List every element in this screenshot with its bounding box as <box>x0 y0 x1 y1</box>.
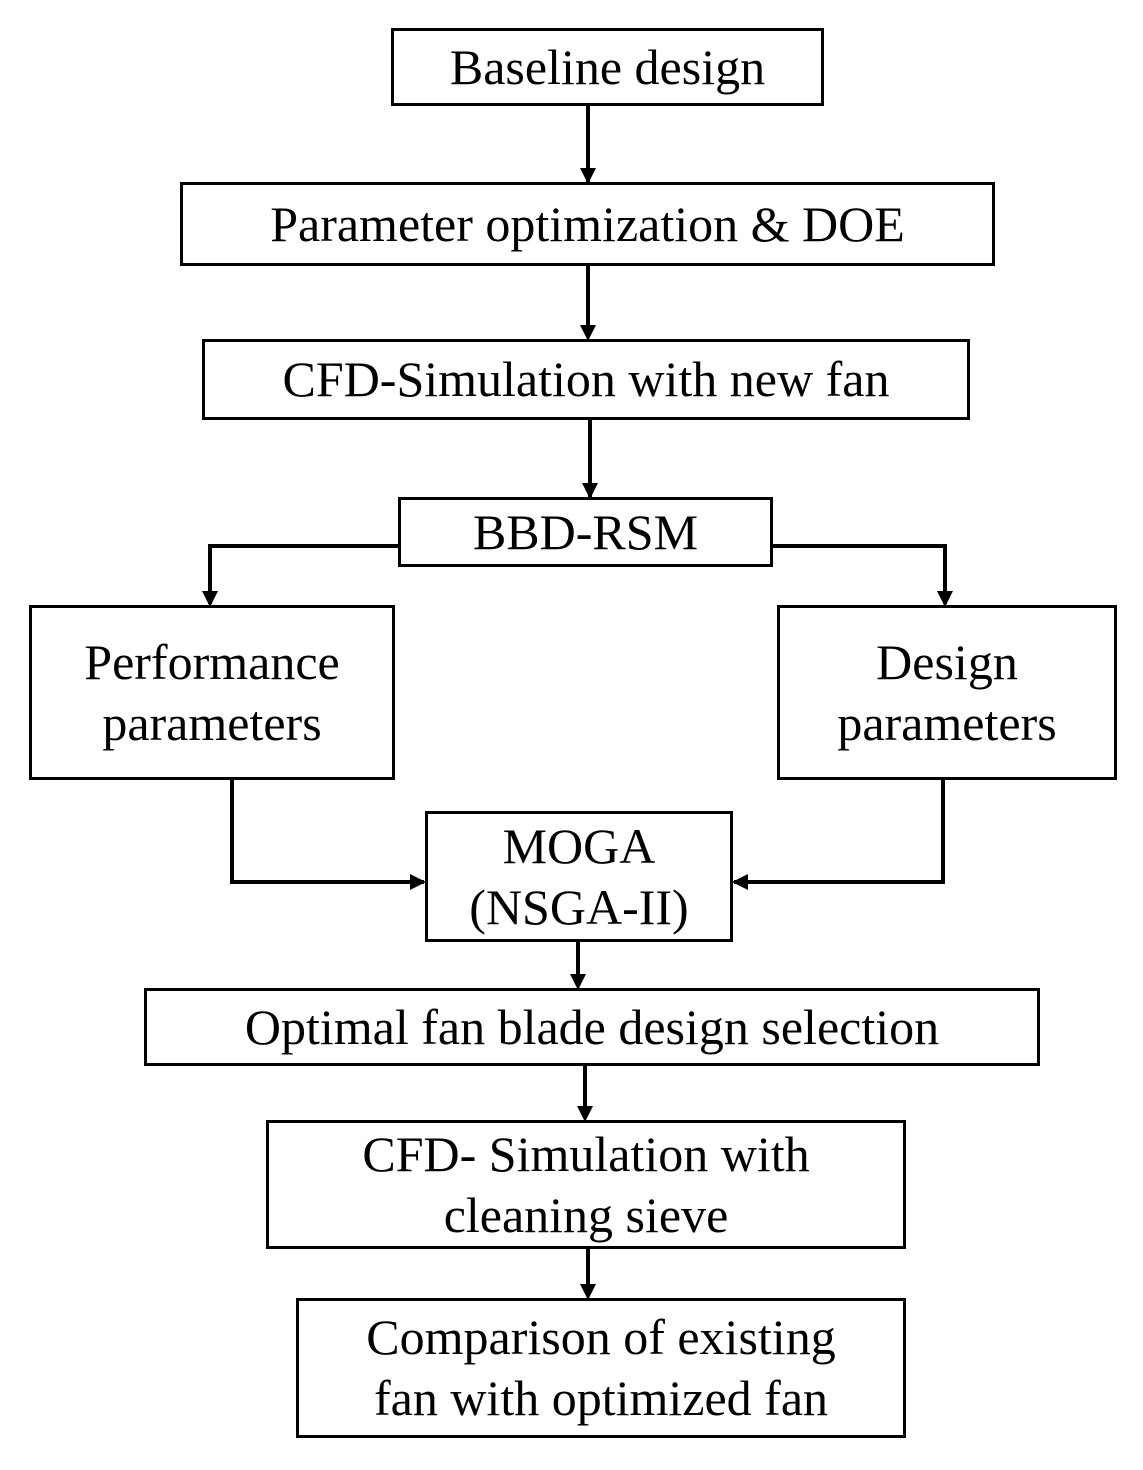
arrow-performance-to-moga <box>230 780 424 884</box>
bbd-rsm-label: BBD-RSM <box>472 503 699 560</box>
cfd-sieve-line2: cleaning sieve <box>443 1186 729 1243</box>
design-parameters-line2: parameters <box>837 694 1057 751</box>
baseline-design-label: Baseline design <box>449 38 766 95</box>
arrowhead <box>937 591 953 607</box>
arrowhead <box>570 974 586 990</box>
arrowhead <box>202 591 218 607</box>
parameter-optimization-box: Parameter optimization & DOE <box>180 182 995 266</box>
comparison-line2: fan with optimized fan <box>373 1370 829 1426</box>
cfd-sieve-line1: CFD- Simulation with <box>362 1125 810 1182</box>
design-parameters-box: Design parameters <box>777 605 1117 780</box>
moga-line2: (NSGA-II) <box>469 878 689 935</box>
optimal-selection-box: Optimal fan blade design selection <box>144 988 1040 1066</box>
bbd-rsm-box: BBD-RSM <box>398 497 773 567</box>
optimal-selection-label: Optimal fan blade design selection <box>244 998 940 1055</box>
baseline-design-box: Baseline design <box>391 28 824 106</box>
arrowhead <box>410 874 426 890</box>
performance-parameters-box: Performance parameters <box>29 605 395 780</box>
parameter-optimization-label: Parameter optimization & DOE <box>270 195 905 252</box>
comparison-box: Comparison of existing fan with optimize… <box>296 1298 906 1438</box>
arrowhead <box>577 1106 593 1122</box>
arrowhead <box>732 874 748 890</box>
moga-line1: MOGA <box>502 817 656 874</box>
arrow-bbd-to-performance <box>208 544 398 604</box>
arrowhead <box>580 325 596 341</box>
arrow-design-to-moga <box>734 780 945 884</box>
cfd-new-fan-label: CFD-Simulation with new fan <box>282 351 890 407</box>
cfd-sieve-box: CFD- Simulation with cleaning sieve <box>266 1120 906 1249</box>
performance-parameters-line2: parameters <box>102 694 322 751</box>
comparison-line1: Comparison of existing <box>366 1309 836 1365</box>
design-parameters-line1: Design <box>876 633 1018 690</box>
arrowhead <box>580 168 596 184</box>
performance-parameters-line1: Performance <box>84 633 340 690</box>
arrowhead <box>582 483 598 499</box>
moga-box: MOGA (NSGA-II) <box>425 811 733 942</box>
arrow-bbd-to-design <box>773 544 947 604</box>
cfd-new-fan-box: CFD-Simulation with new fan <box>202 339 970 420</box>
arrowhead <box>580 1284 596 1300</box>
